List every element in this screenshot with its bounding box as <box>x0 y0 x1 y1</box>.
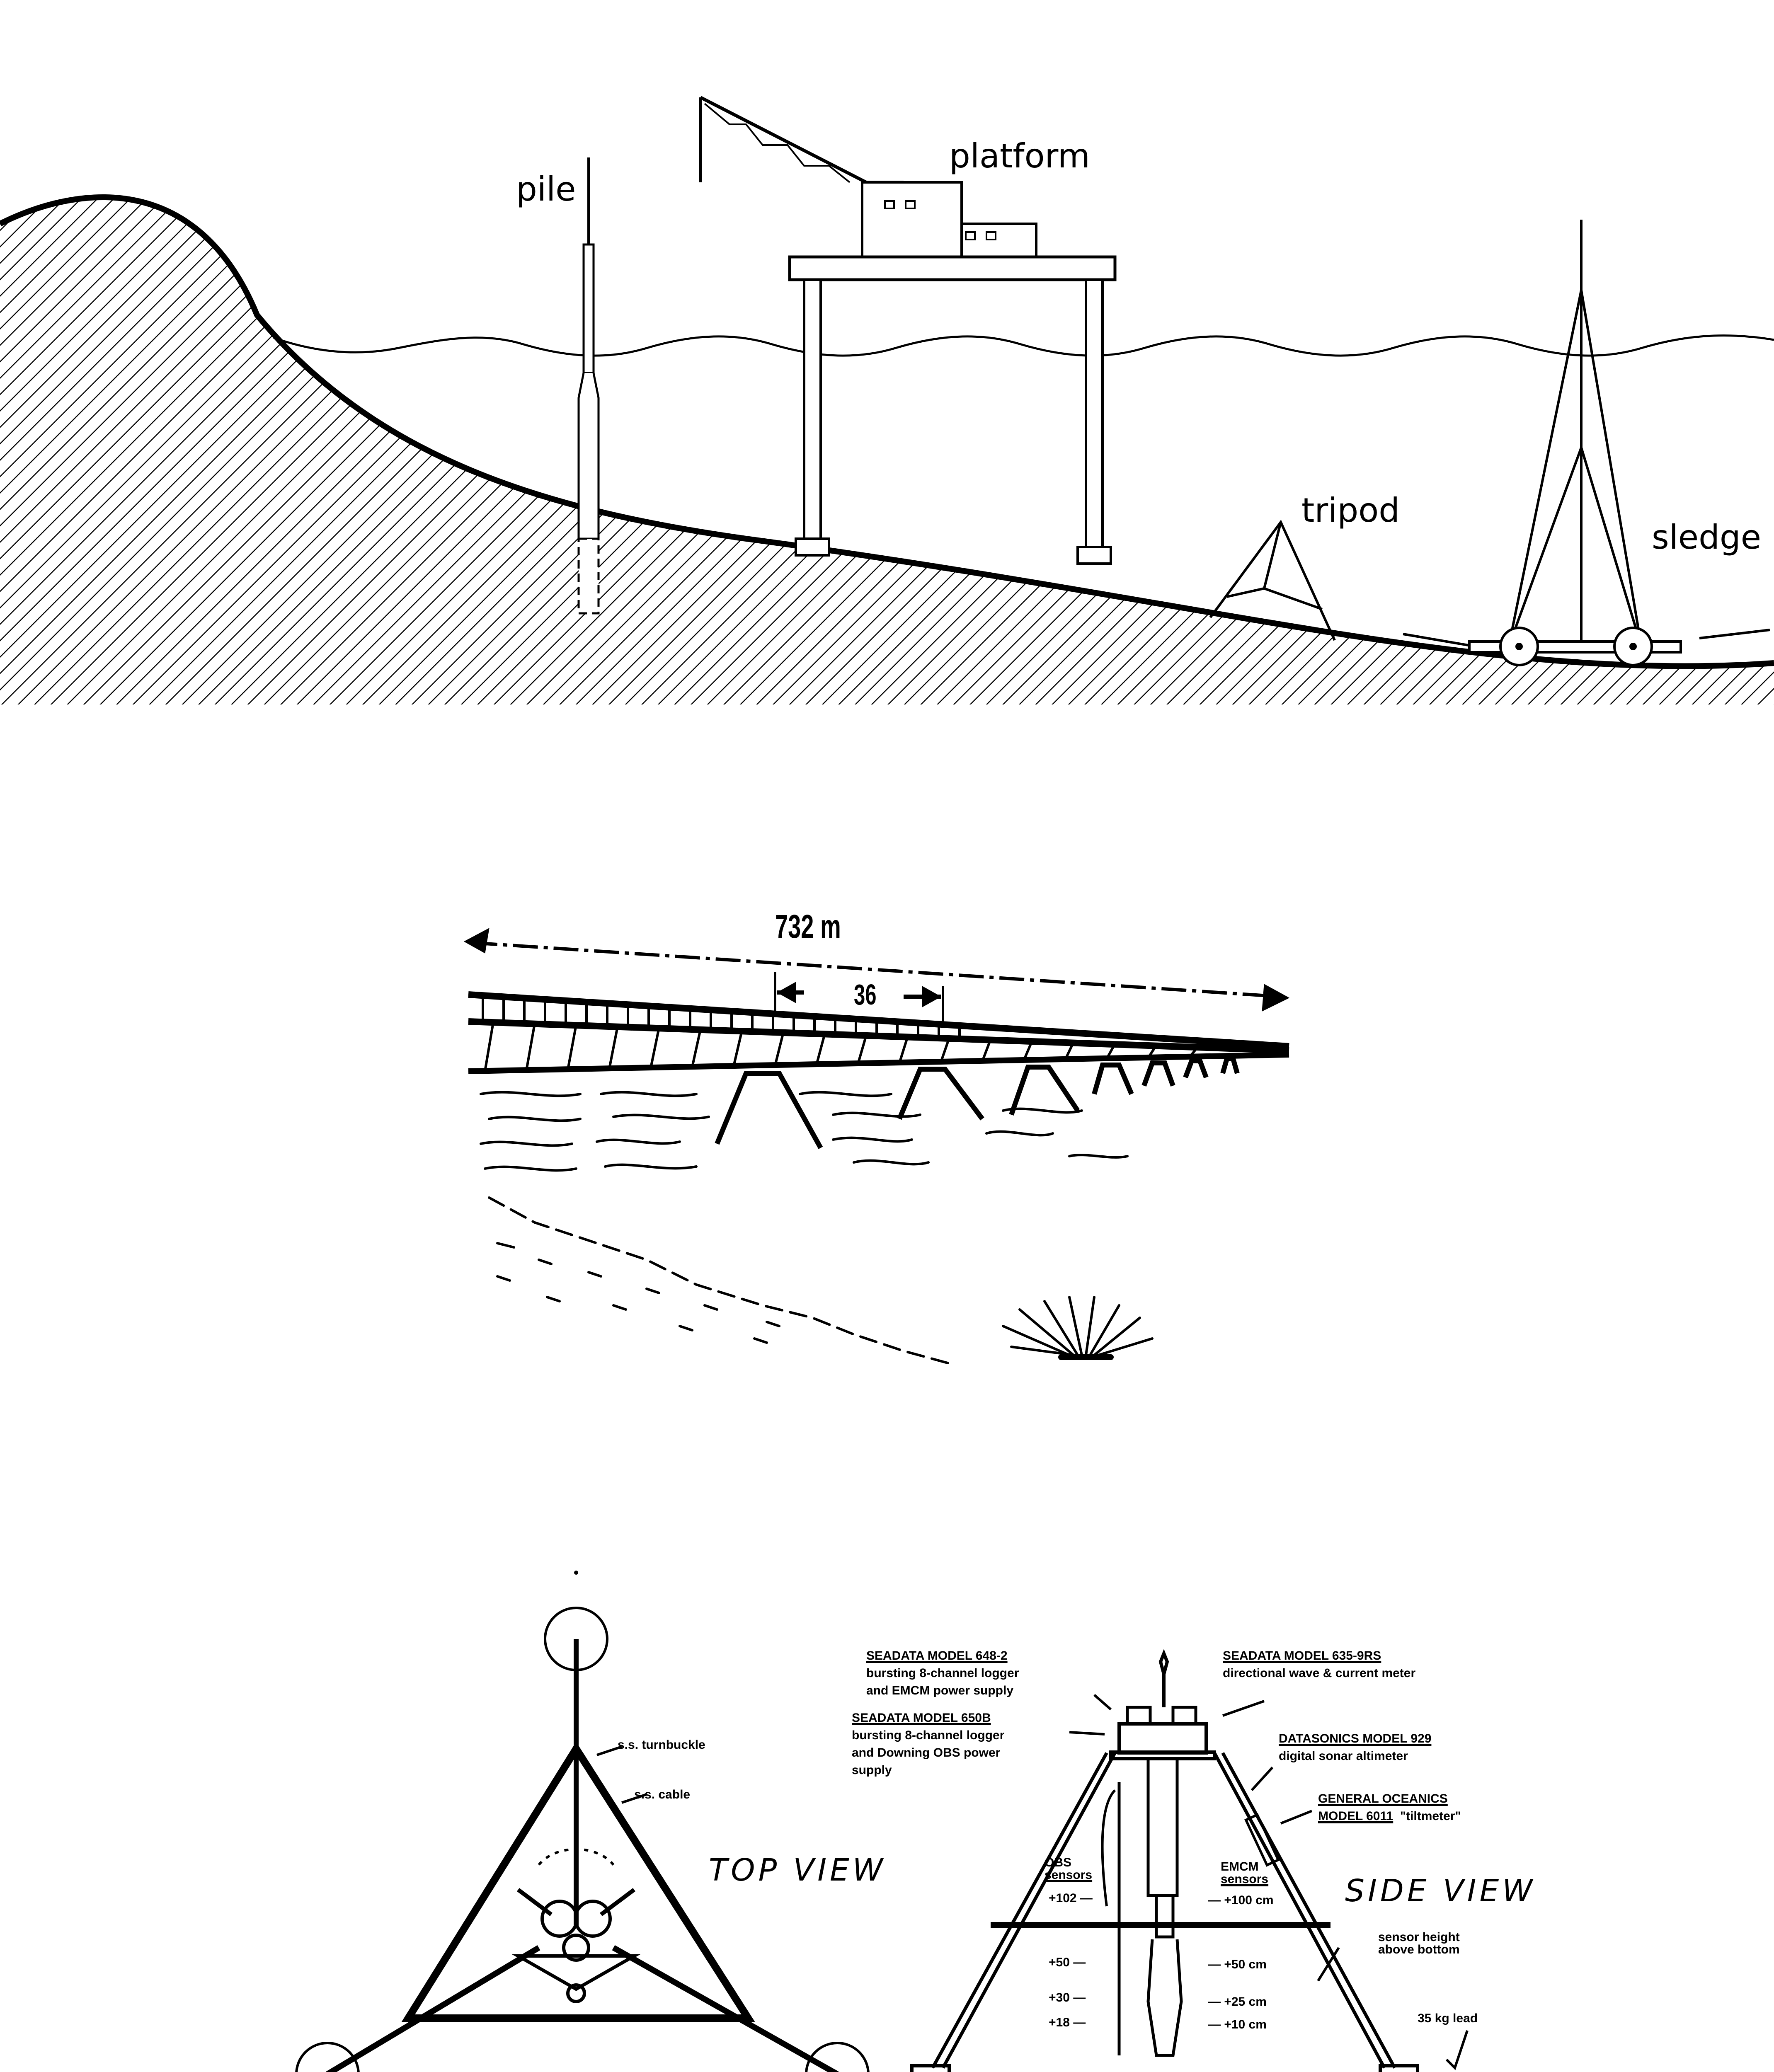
label-span-length: 36 <box>854 978 877 1011</box>
sledge-icon <box>1403 220 1770 666</box>
pier-bents <box>715 1056 1240 1149</box>
sensor-note-line1: sensor height <box>1378 1930 1460 1944</box>
logger2-line3: supply <box>852 1763 892 1777</box>
logger2-annotation: SEADATA MODEL 650B bursting 8-channel lo… <box>852 1709 1004 1779</box>
seabed-line <box>0 194 1774 669</box>
label-side-view: SIDE VIEW <box>1345 1873 1536 1909</box>
pier-deck <box>468 991 1289 1074</box>
obs-heading-line2: sensors <box>1045 1868 1093 1882</box>
bush-icon <box>1002 1296 1154 1360</box>
logger2-line2: and Downing OBS power <box>852 1746 1001 1760</box>
label-total-length: 732 m <box>775 908 841 945</box>
emcm-heading-line1: EMCM <box>1221 1860 1259 1874</box>
platform-icon <box>699 96 1117 565</box>
meter-annotation: SEADATA MODEL 635-9RS directional wave &… <box>1223 1647 1415 1682</box>
label-platform: platform <box>949 137 1090 175</box>
logger1-heading: SEADATA MODEL 648-2 <box>866 1649 1008 1663</box>
label-sledge: sledge <box>1652 518 1761 557</box>
logger1-line2: and EMCM power supply <box>866 1684 1014 1697</box>
pier-posts <box>482 997 1199 1072</box>
logger1-annotation: SEADATA MODEL 648-2 bursting 8-channel l… <box>866 1647 1019 1699</box>
obs-height-3: +30 — <box>1049 1991 1086 2004</box>
tiltmeter-heading1: GENERAL OCEANICS <box>1318 1792 1448 1806</box>
label-cable: s.s. cable <box>634 1788 691 1801</box>
label-pile: pile <box>516 170 576 208</box>
emcm-height-1: — +100 cm <box>1208 1893 1274 1907</box>
tiltmeter-line1: "tiltmeter" <box>1400 1809 1461 1823</box>
emcm-height-3: — +25 cm <box>1208 1995 1267 2009</box>
emcm-height-4: — +10 cm <box>1208 2018 1267 2031</box>
water-waves <box>480 1091 1129 1172</box>
tripod-icon <box>1209 520 1336 641</box>
pile-icon <box>577 157 600 615</box>
emcm-heading-line2: sensors <box>1221 1872 1269 1886</box>
meter-heading: SEADATA MODEL 635-9RS <box>1223 1649 1381 1663</box>
label-tripod: tripod <box>1301 491 1400 530</box>
label-top-view: TOP VIEW <box>709 1852 886 1888</box>
altimeter-heading: DATASONICS MODEL 929 <box>1279 1732 1432 1745</box>
dimension-arrow-span <box>774 972 944 1026</box>
logger2-line1: bursting 8-channel logger <box>852 1728 1005 1742</box>
altimeter-annotation: DATASONICS MODEL 929 digital sonar altim… <box>1279 1730 1431 1765</box>
meter-line1: directional wave & current meter <box>1223 1666 1416 1680</box>
emcm-sensors-heading: EMCM sensors <box>1221 1861 1268 1886</box>
logger2-heading: SEADATA MODEL 650B <box>852 1711 991 1725</box>
emcm-height-2: — +50 cm <box>1208 1958 1267 1971</box>
shoreline <box>488 1196 950 1365</box>
obs-height-4: +18 — <box>1049 2016 1086 2029</box>
obs-height-1: +102 — <box>1049 1891 1093 1905</box>
altimeter-line1: digital sonar altimeter <box>1279 1749 1408 1763</box>
cross-section-drawing <box>0 96 1774 704</box>
tiltmeter-annotation: GENERAL OCEANICS MODEL 6011 "tiltmeter" <box>1318 1790 1461 1825</box>
logger1-line1: bursting 8-channel logger <box>866 1666 1019 1680</box>
obs-heading-line1: OBS <box>1045 1856 1072 1869</box>
obs-height-2: +50 — <box>1049 1956 1086 1969</box>
pier-drawing <box>463 928 1290 1365</box>
sensor-height-note: sensor height above bottom <box>1378 1931 1460 1956</box>
obs-sensors-heading: OBS sensors <box>1045 1857 1092 1881</box>
label-lead-weight: 35 kg lead <box>1418 2011 1478 2025</box>
tiltmeter-heading2: MODEL 6011 <box>1318 1809 1394 1823</box>
dimension-arrow-total <box>463 928 1290 1012</box>
seabed-hatch <box>0 197 1774 704</box>
water-surface <box>273 334 1774 357</box>
label-turnbuckle: s.s. turnbuckle <box>618 1738 705 1752</box>
sensor-note-line2: above bottom <box>1378 1943 1460 1956</box>
